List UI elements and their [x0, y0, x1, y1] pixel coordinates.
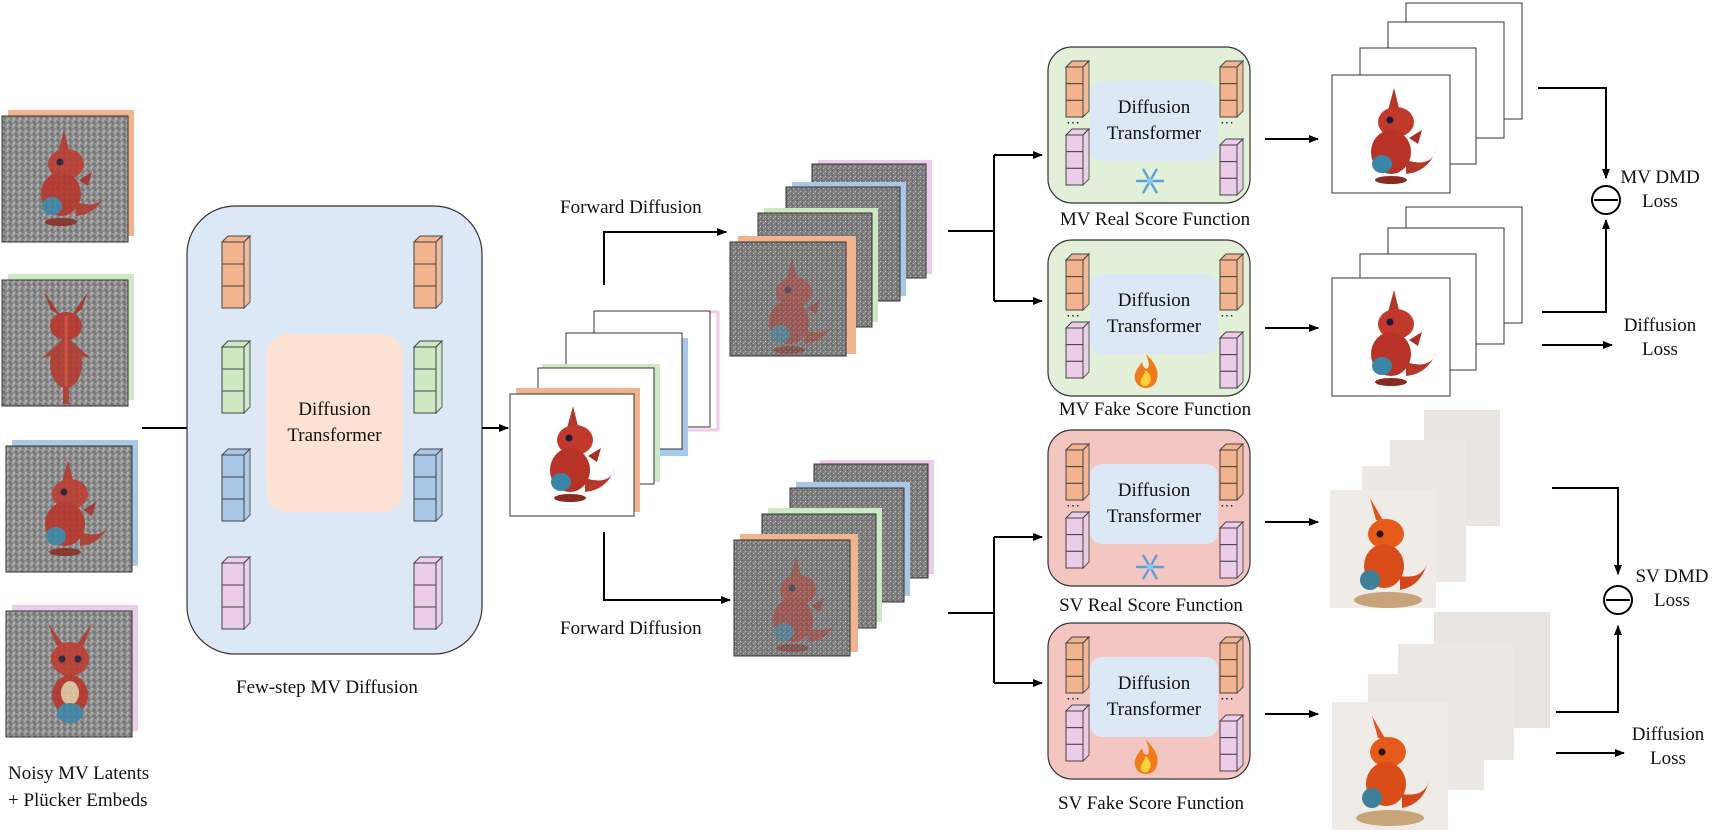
token-stack [220, 555, 252, 631]
mv-loss-arrows [1538, 87, 1613, 349]
token-stack [1218, 520, 1245, 580]
token-stack [1218, 635, 1245, 695]
token-stack [412, 447, 444, 523]
token-stack [412, 555, 444, 631]
token-stack [1218, 252, 1245, 312]
snowflake-icon [1135, 554, 1165, 580]
svg-text:⋯: ⋯ [1220, 499, 1234, 514]
token-stack [1064, 442, 1091, 502]
token-stack [412, 339, 444, 415]
token-stack [1218, 137, 1245, 197]
mv-real-score-label: MV Real Score Function [1059, 209, 1251, 230]
token-stack [1064, 635, 1091, 695]
flame-icon [1134, 740, 1158, 774]
token-columns [220, 234, 444, 631]
token-stack [1064, 127, 1091, 187]
sv-fake-score-label: SV Fake Score Function [1058, 793, 1244, 814]
minus-circle-icon [1603, 585, 1633, 615]
token-stack [412, 234, 444, 310]
snowflake-icon [1135, 168, 1165, 194]
sv-real-outputs [1330, 410, 1500, 608]
token-stack [1064, 320, 1091, 380]
sv-fake-score-box: ⋯⋯ [1047, 622, 1251, 780]
sv-real-score-label: SV Real Score Function [1059, 595, 1243, 616]
flame-icon [1134, 354, 1158, 388]
sv-dmd-loss-label: SV DMD Loss [1635, 566, 1709, 611]
dit-label-main: Diffusion Transformer [287, 399, 382, 446]
sv-fake-outputs [1332, 612, 1550, 830]
plucker-embeds-label: + Plücker Embeds [8, 790, 148, 811]
forward-diffusion-top-label: Forward Diffusion [560, 197, 702, 218]
noisy-mv-latents [1, 110, 138, 738]
token-stack [1218, 713, 1245, 773]
svg-text:⋯: ⋯ [1066, 692, 1080, 707]
token-stack [1064, 703, 1091, 763]
minus-circle-icon [1591, 185, 1621, 215]
noisy-latents-label: Noisy MV Latents [8, 763, 150, 784]
few-step-mv-diffusion-block [186, 205, 483, 655]
svg-text:⋯: ⋯ [1066, 309, 1080, 324]
mv-fake-dit-label: Diffusion Transformer [1106, 290, 1202, 337]
svg-text:⋯: ⋯ [1066, 116, 1080, 131]
sv-real-score-box: ⋯⋯ [1047, 429, 1251, 587]
forward-diffusion-bottom-label: Forward Diffusion [560, 618, 702, 639]
token-stack [1064, 59, 1091, 119]
noisy-mv-stack-bottom [733, 460, 934, 657]
token-stack [1064, 510, 1091, 570]
latent-view-4 [5, 605, 138, 738]
token-stack [220, 339, 252, 415]
sv-fake-dit-label: Diffusion Transformer [1106, 673, 1202, 720]
svg-text:⋯: ⋯ [1066, 499, 1080, 514]
token-stack [220, 234, 252, 310]
mv-fake-score-box: ⋯⋯ [1047, 239, 1251, 397]
split-arrows-bottom [948, 533, 1043, 687]
mv-dmd-loss-label: MV DMD Loss [1620, 167, 1700, 212]
clean-mv-outputs [509, 310, 720, 517]
score-function-boxes: ⋯⋯⋯⋯⋯⋯⋯⋯ [1047, 46, 1251, 780]
svg-text:⋯: ⋯ [1220, 116, 1234, 131]
mv-real-outputs [1331, 2, 1523, 194]
sv-loss-arrows [1552, 487, 1625, 757]
token-stack [1064, 252, 1091, 312]
few-step-label: Few-step MV Diffusion [236, 677, 418, 698]
mv-diffusion-loss-label: Diffusion Loss [1623, 315, 1697, 360]
mv-real-dit-label: Diffusion Transformer [1106, 97, 1202, 144]
mv-fake-score-label: MV Fake Score Function [1058, 399, 1252, 420]
sv-real-dit-label: Diffusion Transformer [1106, 480, 1202, 527]
split-arrows-top [948, 151, 1043, 305]
latent-view-1 [1, 110, 134, 243]
score-output-arrows [1265, 135, 1319, 718]
svg-text:⋯: ⋯ [1220, 692, 1234, 707]
token-stack [220, 447, 252, 523]
forward-arrow-bottom [603, 532, 731, 604]
mv-real-score-box: ⋯⋯ [1047, 46, 1251, 204]
latent-view-3 [5, 440, 138, 573]
forward-arrow-top [603, 228, 727, 285]
sv-diffusion-loss-label: Diffusion Loss [1631, 724, 1705, 769]
token-stack [1218, 59, 1245, 119]
noisy-mv-stack-top [729, 160, 932, 357]
svg-text:⋯: ⋯ [1220, 309, 1234, 324]
token-stack [1218, 442, 1245, 502]
mv-fake-outputs [1331, 206, 1523, 397]
token-stack [1218, 330, 1245, 390]
latent-view-2 [1, 274, 134, 406]
dit-inner-box [266, 334, 403, 512]
